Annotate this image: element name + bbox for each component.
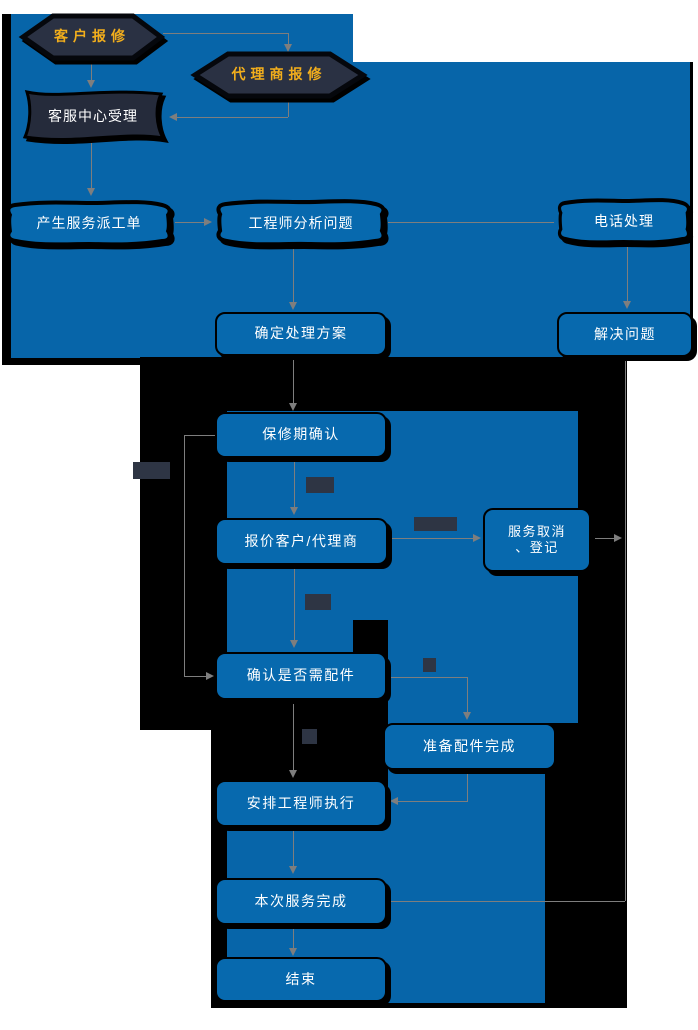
connector (175, 222, 205, 223)
node-label: 报价客户/代理商 (244, 532, 359, 549)
node-label: 解决问题 (594, 325, 656, 342)
condition-label (414, 517, 457, 531)
connector (293, 356, 294, 406)
arrowhead (473, 534, 481, 542)
connector (293, 248, 294, 306)
arrowhead (614, 534, 622, 542)
bg-band-right-upper (388, 620, 578, 723)
connector (294, 458, 295, 510)
connector (467, 677, 468, 715)
connector (293, 700, 294, 773)
arrowhead (87, 80, 95, 88)
connector (288, 98, 289, 117)
connector (184, 676, 208, 677)
node-label: 确认是否需配件 (246, 667, 356, 684)
arrowhead (206, 672, 214, 680)
connector (184, 435, 185, 677)
node-label-line1: 服务取消 (507, 523, 566, 539)
node-parts-ready: 准备配件完成 (383, 723, 556, 770)
bg-shadow-strip (10, 358, 143, 365)
hexagon-shape (190, 51, 368, 99)
connector (294, 565, 295, 643)
arrowhead (87, 188, 95, 196)
arrowhead (289, 866, 297, 874)
node-service-complete: 本次服务完成 (215, 878, 387, 925)
node-label: 代理商报修 (231, 66, 327, 82)
node-engineer-analyze: 工程师分析问题 (214, 197, 388, 248)
node-label: 结束 (285, 970, 317, 987)
arrowhead (390, 797, 398, 805)
connector (163, 33, 288, 34)
connector (627, 245, 628, 304)
connector (174, 117, 288, 118)
node-warranty-confirm: 保修期确认 (215, 412, 387, 458)
node-agent-report: 代理商报修 (192, 51, 366, 97)
arrowhead (289, 403, 297, 411)
node-phone-handle: 电话处理 (556, 196, 692, 246)
condition-label (306, 477, 334, 493)
node-label: 保修期确认 (262, 426, 340, 443)
node-dispatch-order: 产生服务派工单 (4, 198, 174, 248)
node-label: 电话处理 (594, 213, 654, 229)
arrowhead (289, 948, 297, 956)
tape-shape (557, 198, 691, 245)
connector (388, 222, 554, 223)
node-label: 本次服务完成 (254, 892, 348, 909)
node-label: 安排工程师执行 (246, 794, 356, 811)
node-confirm-parts-needed: 确认是否需配件 (215, 652, 387, 700)
node-label: 客户报修 (54, 28, 130, 44)
condition-label (423, 658, 436, 672)
connector (387, 677, 467, 678)
node-customer-report: 客户报修 (20, 13, 164, 59)
connector (388, 538, 474, 539)
hexagon-shape (18, 13, 166, 61)
connector (467, 770, 468, 802)
tape-shape (216, 199, 386, 247)
bg-left-edge-bar (2, 14, 11, 365)
node-service-center-accept: 客服中心受理 (18, 87, 168, 144)
tape-shape (6, 200, 172, 247)
node-label-line2: 、登记 (515, 540, 559, 555)
connector (91, 143, 92, 191)
node-service-cancel-register: 服务取消 、登记 (483, 508, 591, 572)
condition-label (305, 594, 331, 610)
arrowhead (463, 712, 471, 720)
arrowhead (289, 302, 297, 310)
connector (184, 435, 215, 436)
connector (625, 357, 626, 901)
connector (288, 33, 289, 48)
arrowhead (623, 301, 631, 309)
connector (293, 827, 294, 869)
arrowhead (284, 44, 292, 52)
node-label: 工程师分析问题 (248, 214, 354, 231)
node-label: 客服中心受理 (48, 107, 138, 124)
connector (387, 901, 625, 902)
connector (591, 538, 616, 539)
node-determine-plan: 确定处理方案 (215, 312, 387, 356)
node-quote-customer-agent: 报价客户/代理商 (215, 518, 388, 565)
node-end: 结束 (215, 957, 387, 1002)
node-arrange-engineer: 安排工程师执行 (215, 780, 387, 827)
condition-label (302, 729, 317, 744)
arrowhead (290, 640, 298, 648)
connector (396, 801, 468, 802)
connector (293, 925, 294, 951)
condition-label (133, 462, 170, 479)
connector (91, 60, 92, 83)
document-shape (22, 89, 166, 142)
node-label: 产生服务派工单 (36, 215, 142, 231)
arrowhead (290, 507, 298, 515)
arrowhead (289, 770, 297, 778)
node-label: 准备配件完成 (423, 737, 516, 754)
arrowhead (169, 113, 177, 121)
node-solve-problem: 解决问题 (557, 312, 693, 357)
node-label: 确定处理方案 (254, 325, 348, 342)
arrowhead (204, 218, 212, 226)
